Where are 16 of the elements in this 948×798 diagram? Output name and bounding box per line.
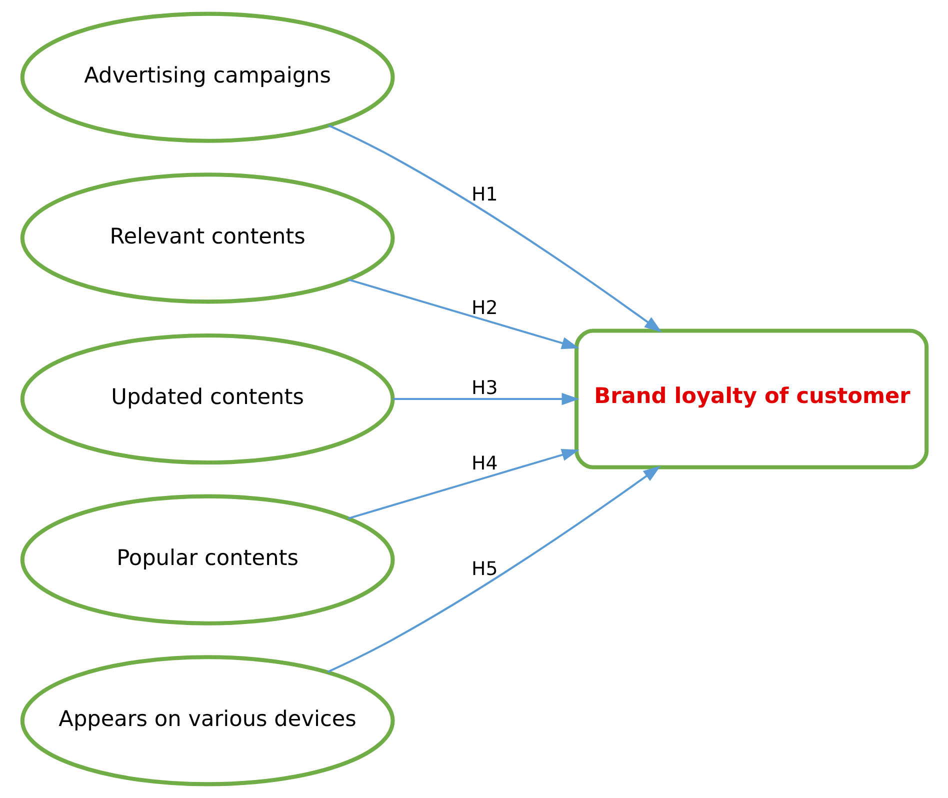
node-ellipse: Popular contents bbox=[20, 494, 394, 626]
node-ellipse: Advertising campaigns bbox=[20, 12, 394, 143]
edge-label: H2 bbox=[471, 297, 498, 320]
node-box: Brand loyalty of customer bbox=[574, 328, 928, 470]
arrow bbox=[348, 278, 579, 350]
node-ellipse: Appears on various devices bbox=[20, 655, 394, 786]
node-ellipse: Relevant contents bbox=[20, 172, 394, 304]
arrow bbox=[326, 466, 660, 673]
edge-label: H3 bbox=[471, 376, 498, 399]
node-ellipse: Updated contents bbox=[20, 333, 394, 465]
edge-label: H1 bbox=[471, 184, 498, 206]
arrow bbox=[348, 448, 579, 520]
arrow bbox=[392, 392, 579, 406]
edge-label: H5 bbox=[471, 558, 498, 580]
arrow bbox=[328, 124, 662, 332]
edge-label: H4 bbox=[471, 452, 498, 475]
